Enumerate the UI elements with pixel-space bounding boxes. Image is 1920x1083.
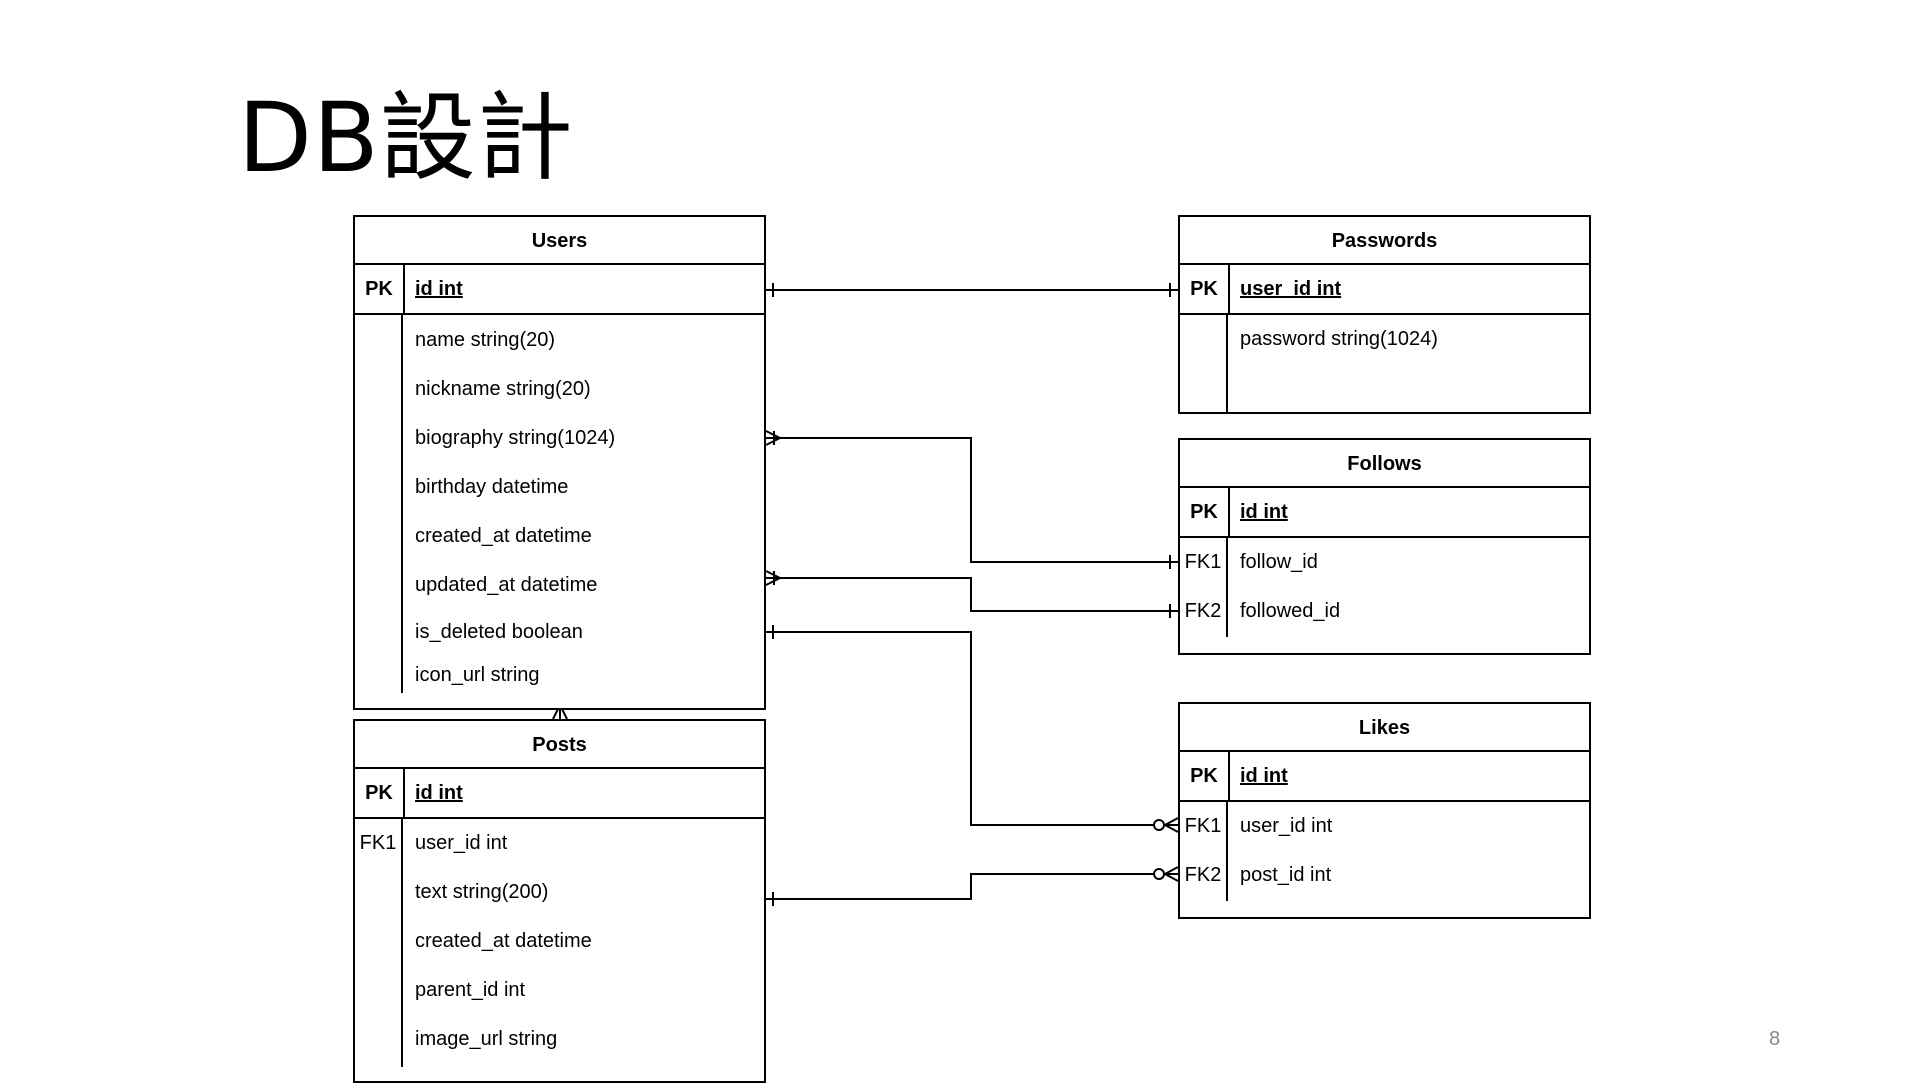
column-divider	[1228, 265, 1230, 315]
primary-key-row: PK user_id int	[1180, 265, 1589, 315]
key-column: FK1 FK2	[1180, 802, 1228, 901]
field-updated-at: updated_at datetime	[415, 574, 598, 596]
entity-title: Posts	[355, 721, 764, 769]
key-column	[1180, 315, 1228, 412]
key-blank	[355, 868, 401, 917]
field-parent-id: parent_id int	[415, 979, 526, 1001]
relation-posts-likes	[766, 866, 1179, 906]
field-list: follow_id followed_id	[1228, 538, 1340, 637]
field-created-at: created_at datetime	[415, 525, 592, 547]
fk2-label: FK2	[1184, 600, 1222, 622]
field-password: password string(1024)	[1240, 328, 1438, 350]
field-list: password string(1024)	[1228, 315, 1438, 412]
field-image-url: image_url string	[415, 1028, 558, 1050]
pk-field: id int	[415, 782, 463, 804]
entity-follows: Follows PK id int FK1 FK2 follow_id foll…	[1178, 438, 1591, 655]
column-divider	[1228, 752, 1230, 802]
entity-title: Passwords	[1180, 217, 1589, 265]
key-blank	[355, 966, 401, 1015]
column-divider	[403, 265, 405, 315]
pk-field: id int	[1240, 765, 1288, 787]
entity-likes: Likes PK id int FK1 FK2 user_id int post…	[1178, 702, 1591, 919]
key-blank	[355, 1015, 401, 1064]
field-text: text string(200)	[415, 881, 549, 903]
pk-field: user_id int	[1240, 278, 1342, 300]
entity-users: Users PK id int name string(20) nickname…	[353, 215, 766, 710]
primary-key-row: PK id int	[1180, 488, 1589, 538]
entity-passwords: Passwords PK user_id int password string…	[1178, 215, 1591, 414]
relation-users-passwords	[766, 283, 1178, 297]
field-list: user_id int text string(200) created_at …	[403, 819, 592, 1067]
entity-title: Follows	[1180, 440, 1589, 488]
key-column: FK1	[355, 819, 403, 1067]
field-user-id: user_id int	[415, 832, 508, 854]
field-name: name string(20)	[415, 329, 556, 351]
primary-key-row: PK id int	[355, 769, 764, 819]
column-divider	[403, 769, 405, 819]
fk2-label: FK2	[1184, 864, 1222, 886]
pk-label: PK	[1190, 278, 1218, 300]
key-column	[355, 315, 403, 693]
field-followed-id: followed_id	[1240, 600, 1341, 622]
primary-key-row: PK id int	[355, 265, 764, 315]
page-number: 8	[1769, 1028, 1781, 1050]
entity-title: Users	[355, 217, 764, 265]
fk1-label: FK1	[1184, 815, 1222, 837]
fk1-label: FK1	[359, 832, 397, 854]
relation-users-follows-follow-id	[765, 430, 1178, 569]
field-follow-id: follow_id	[1240, 551, 1318, 573]
key-column: FK1 FK2	[1180, 538, 1228, 637]
field-icon-url: icon_url string	[415, 664, 540, 686]
pk-label: PK	[365, 278, 393, 300]
column-divider	[1228, 488, 1230, 538]
field-list: user_id int post_id int	[1228, 802, 1332, 901]
primary-key-row: PK id int	[1180, 752, 1589, 802]
field-nickname: nickname string(20)	[415, 378, 591, 400]
pk-field: id int	[1240, 501, 1288, 523]
slide-title: DB設計	[238, 82, 574, 194]
field-user-id: user_id int	[1240, 815, 1333, 837]
field-list: name string(20) nickname string(20) biog…	[403, 315, 615, 695]
key-blank	[355, 917, 401, 966]
field-created-at: created_at datetime	[415, 930, 592, 952]
field-is-deleted: is_deleted boolean	[415, 621, 583, 643]
entity-posts: Posts PK id int FK1 user_id int text str…	[353, 719, 766, 1083]
fk1-label: FK1	[1184, 551, 1222, 573]
pk-field: id int	[415, 278, 463, 300]
field-biography: biography string(1024)	[415, 427, 616, 449]
pk-label: PK	[365, 782, 393, 804]
relation-users-follows-followed-id	[765, 570, 1178, 618]
field-birthday: birthday datetime	[415, 476, 569, 498]
pk-label: PK	[1190, 765, 1218, 787]
entity-title: Likes	[1180, 704, 1589, 752]
relation-users-likes	[766, 625, 1179, 833]
pk-label: PK	[1190, 501, 1218, 523]
field-post-id: post_id int	[1240, 864, 1332, 886]
